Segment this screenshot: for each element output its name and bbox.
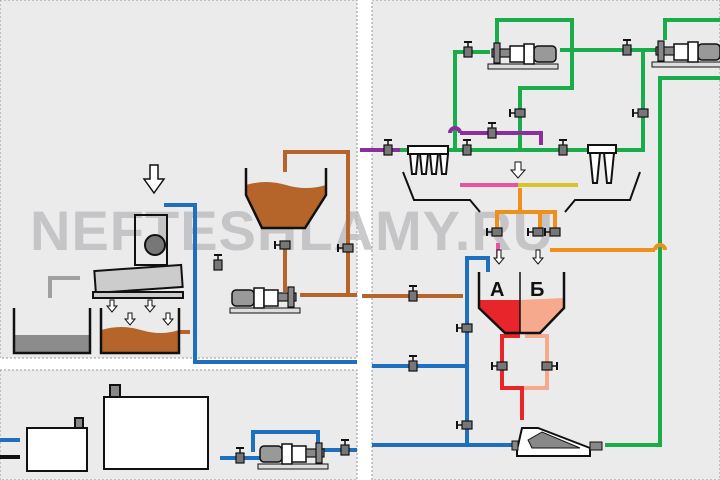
hopper-label-b: Б [530,279,544,301]
sieve-trays [402,171,641,213]
pipe-black [0,455,20,459]
decanter-centrifuge [511,427,603,457]
feed-arrow-icon [142,164,166,195]
hydrocyclone-battery-left [407,145,450,175]
settling-hopper [244,168,328,230]
pipe-blue [0,203,515,460]
pump-4 [257,442,329,470]
hopper-a-b: А Б [477,272,566,335]
flow-arrows [105,161,545,326]
pipe-purple [360,126,543,152]
pump-3 [229,286,301,314]
pipe-gray [48,276,80,298]
pump-1 [487,42,559,70]
tank-small [26,417,88,472]
tank-sludge [99,308,181,355]
pipe-red [500,334,524,420]
hopper-label-a: А [490,279,504,301]
pump-2 [651,40,720,68]
tank-water [12,308,92,355]
tank-large [103,384,209,470]
hydrocyclone-battery-right [587,144,617,184]
shale-shaker [92,214,184,299]
panel-mechanical-separation [0,0,358,359]
